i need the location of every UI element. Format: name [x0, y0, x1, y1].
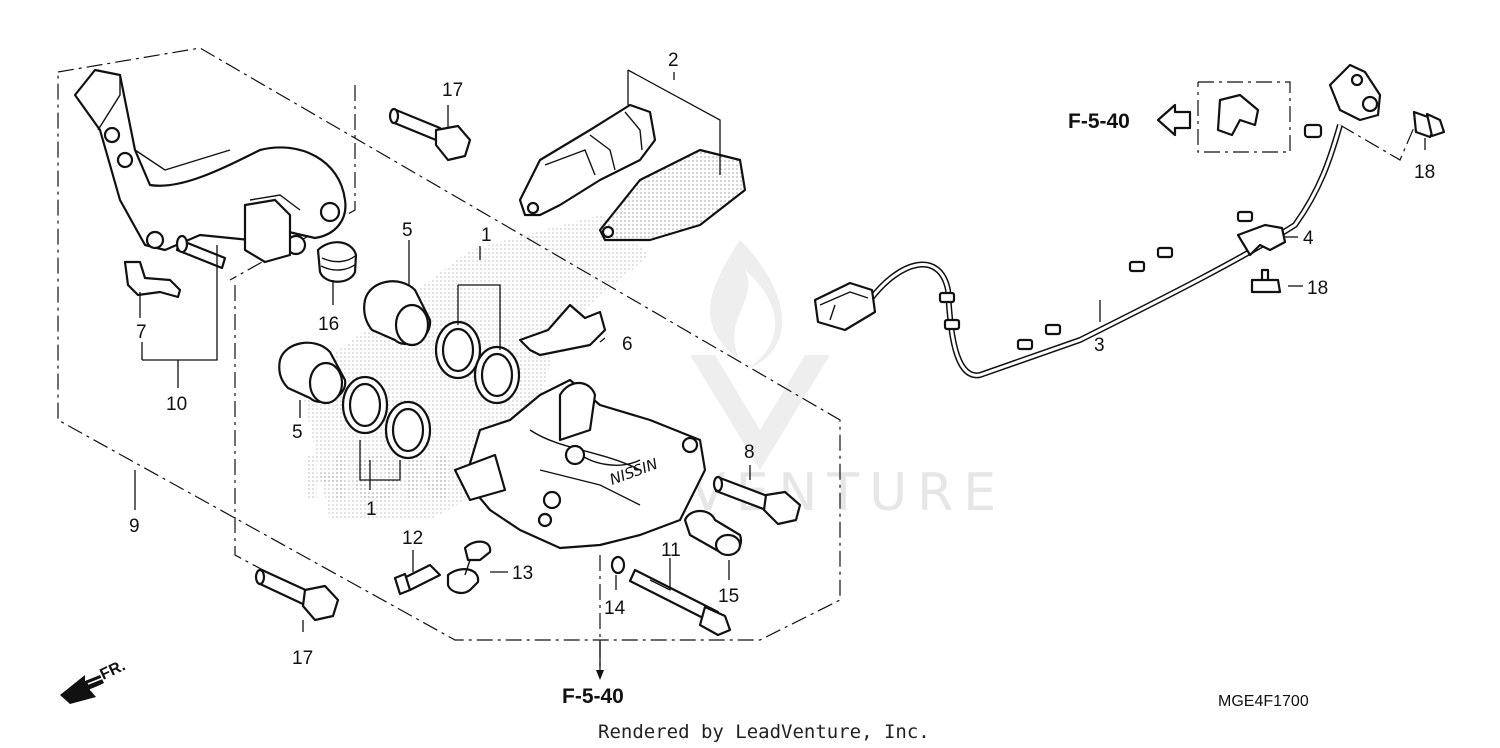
axis-line-17-top	[229, 85, 356, 281]
sensor-clip-4	[1236, 223, 1287, 257]
caliper-bracket	[73, 68, 347, 270]
bleeder-cap-13	[446, 540, 492, 594]
callout-4: 4	[1303, 228, 1314, 249]
brake-pads-2	[518, 103, 747, 242]
callout-18-upper: 18	[1414, 162, 1435, 183]
hose-clip-detail	[1216, 93, 1260, 137]
bolt-17-top	[388, 107, 472, 162]
pad-pin-11	[628, 568, 732, 637]
callout-18-lower: 18	[1307, 278, 1328, 299]
reference-label-top: F-5-40	[1068, 110, 1130, 133]
callout-12: 12	[402, 528, 423, 549]
diagram-code: MGE4F1700	[1218, 693, 1309, 710]
assembly-outline-9	[57, 47, 841, 641]
callout-17-bottom: 17	[292, 648, 313, 669]
callout-11: 11	[661, 540, 681, 561]
bolt-17-bottom	[254, 568, 340, 622]
callout-3: 3	[1094, 335, 1105, 356]
callout-14: 14	[604, 598, 626, 619]
piston-seals-1	[341, 320, 521, 460]
callout-6: 6	[622, 334, 633, 355]
front-direction-arrow: FR.	[60, 657, 128, 704]
caliper-body: NISSIN	[453, 378, 707, 550]
callout-labels: 1 1 2 3 4 5 5 6 7 8 9 10 11 12 13 14 15 …	[129, 50, 1435, 669]
callout-9: 9	[129, 516, 140, 537]
piston-5-lower	[278, 341, 347, 405]
callout-15: 15	[718, 586, 739, 607]
axis-line-17-bottom	[234, 285, 301, 591]
bolt-18-upper	[1412, 110, 1446, 139]
rendered-by-credit: Rendered by LeadVenture, Inc.	[598, 721, 930, 743]
pin-plug-15	[683, 509, 743, 557]
callout-5-upper: 5	[402, 220, 413, 241]
callout-5-lower: 5	[292, 422, 303, 443]
callout-1-upper: 1	[481, 225, 492, 246]
callout-10: 10	[166, 394, 187, 415]
washer-14	[610, 555, 626, 575]
reference-arrow-left	[1156, 103, 1192, 137]
callout-16: 16	[318, 314, 339, 335]
leader-lines	[134, 69, 1426, 632]
boot-16	[316, 241, 358, 283]
callout-7: 7	[136, 322, 147, 343]
pad-spring-6	[518, 303, 607, 357]
callout-8: 8	[744, 442, 755, 463]
wheel-speed-sensor-3	[813, 63, 1382, 379]
callout-17-top: 17	[442, 80, 463, 101]
callout-1-lower: 1	[366, 499, 377, 520]
front-marker-label: FR.	[98, 657, 129, 683]
axis-line-18-top	[1339, 117, 1419, 161]
piston-5-upper	[363, 280, 432, 347]
slide-pin-8	[712, 475, 802, 526]
callout-2: 2	[668, 50, 679, 71]
pad-clip-7	[123, 260, 182, 299]
callout-13: 13	[512, 563, 533, 584]
reference-label-bottom: F-5-40	[562, 685, 624, 708]
bleeder-screw-12	[393, 563, 442, 596]
bolt-18-lower	[1250, 268, 1282, 294]
axis-line-clip	[1197, 81, 1291, 153]
